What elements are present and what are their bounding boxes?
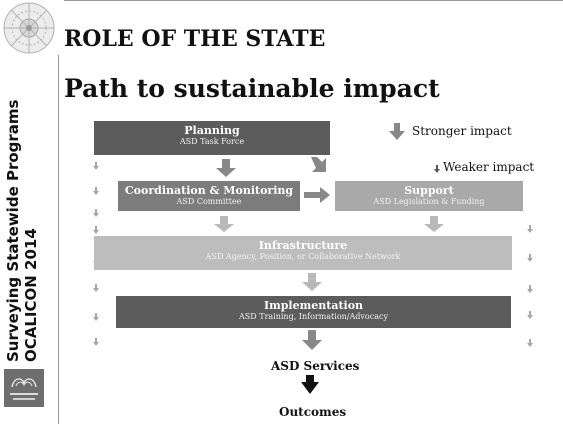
strong-arrow-implementation-to-services bbox=[302, 330, 322, 350]
weak-arrow-right-1 bbox=[527, 225, 533, 233]
legend-strong-arrow bbox=[389, 123, 405, 140]
weak-arrow-right-2 bbox=[527, 254, 533, 262]
strong-arrow-planning-to-support bbox=[311, 157, 326, 172]
weak-arrow-left-2 bbox=[93, 187, 99, 195]
weak-arrow-left-4 bbox=[93, 226, 99, 234]
coordination-title: Coordination & Monitoring bbox=[124, 184, 294, 197]
implementation-subtitle: ASD Training, Information/Advocacy bbox=[239, 312, 388, 321]
support-subtitle: ASD Legislation & Funding bbox=[373, 197, 485, 206]
strong-arrow-coordination-to-support bbox=[304, 187, 330, 203]
legend-weak-label: Weaker impact bbox=[443, 160, 535, 174]
infrastructure-title: Infrastructure bbox=[258, 239, 348, 252]
logo-image bbox=[4, 369, 44, 407]
weak-arrow-left-6 bbox=[93, 284, 99, 292]
coordination-subtitle: ASD Committee bbox=[176, 197, 242, 206]
implementation-title: Implementation bbox=[263, 299, 364, 312]
weak-arrow-left-3 bbox=[93, 209, 99, 217]
strong-arrow-support-to-infrastructure bbox=[424, 216, 444, 232]
weak-arrow-right-3 bbox=[527, 285, 533, 293]
outcomes-label: Outcomes bbox=[279, 405, 347, 419]
strong-arrow-coordination-to-infrastructure bbox=[214, 216, 234, 232]
sidebar-divider bbox=[58, 55, 59, 424]
legend-strong-label: Stronger impact bbox=[412, 124, 512, 138]
planning-subtitle: ASD Task Force bbox=[179, 137, 245, 146]
weak-arrow-right-4 bbox=[527, 311, 533, 319]
strong-arrow-infrastructure-to-implementation bbox=[302, 273, 322, 291]
medallion-ornament-icon bbox=[3, 2, 55, 54]
legend-weak-arrow bbox=[434, 165, 440, 173]
services-label: ASD Services bbox=[271, 359, 360, 373]
support-box: Support ASD Legislation & Funding bbox=[335, 181, 523, 211]
end-arrow-services-to-outcomes bbox=[301, 375, 319, 394]
planning-title: Planning bbox=[184, 124, 240, 137]
top-divider bbox=[64, 0, 563, 1]
strong-arrow-planning-to-coordination bbox=[216, 159, 236, 177]
slide-title: ROLE OF THE STATE bbox=[64, 26, 326, 52]
strong-arrows bbox=[214, 123, 444, 394]
slide-subtitle: Path to sustainable impact bbox=[64, 74, 440, 103]
coordination-box: Coordination & Monitoring ASD Committee bbox=[118, 181, 300, 211]
support-title: Support bbox=[404, 184, 454, 197]
weak-arrow-right-5 bbox=[527, 339, 533, 347]
planning-box: Planning ASD Task Force bbox=[94, 121, 330, 155]
weak-arrow-left-7 bbox=[93, 313, 99, 321]
logo-ornament-icon bbox=[4, 369, 44, 407]
implementation-box: Implementation ASD Training, Information… bbox=[116, 296, 511, 328]
infrastructure-box: Infrastructure ASD Agency, Position, or … bbox=[94, 236, 512, 270]
infrastructure-subtitle: ASD Agency, Position, or Collaborative N… bbox=[205, 252, 401, 261]
weak-arrow-left-1 bbox=[93, 162, 99, 170]
weak-arrow-left-8 bbox=[93, 338, 99, 346]
